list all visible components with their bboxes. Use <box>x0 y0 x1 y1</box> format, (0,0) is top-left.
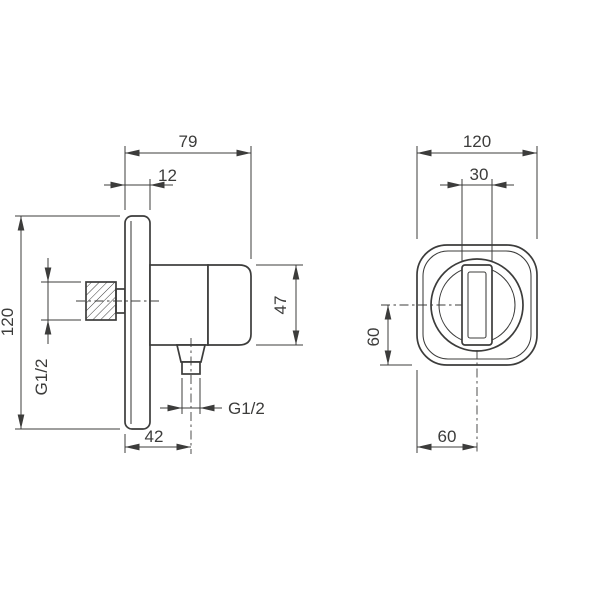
dim-side-holder-height-label: 47 <box>271 296 290 315</box>
dim-side-inlet-thread: G1/2 <box>32 258 81 395</box>
dim-side-holder-height: 47 <box>256 264 303 346</box>
dim-side-inlet-thread-label: G1/2 <box>32 359 51 396</box>
dim-front-edge-to-center-label: 60 <box>438 427 457 446</box>
dim-front-plate-width-label: 120 <box>463 132 491 151</box>
dim-front-plate-width: 120 <box>416 132 538 239</box>
holder-clip-front <box>461 264 493 346</box>
holder-cap-side <box>207 264 252 346</box>
dim-side-outlet-thread-label: G1/2 <box>228 399 265 418</box>
dim-side-outlet-distance: 42 <box>124 427 192 453</box>
dim-side-width: 79 <box>124 132 252 259</box>
dim-side-plate-height: 120 <box>0 215 120 430</box>
dim-side-outlet-thread: G1/2 <box>160 378 265 418</box>
dim-side-plate-height-label: 120 <box>0 308 17 336</box>
dim-front-edge-to-center: 60 <box>416 370 478 453</box>
wall-plate-side <box>124 215 151 430</box>
outlet-hex-nut <box>175 344 207 363</box>
front-view: 120 30 60 60 <box>364 132 538 453</box>
dim-side-plate-thickness: 12 <box>104 166 177 210</box>
side-view: 79 12 120 G1/2 <box>0 132 303 454</box>
dim-front-holder-width: 30 <box>440 165 514 261</box>
dim-side-plate-thickness-label: 12 <box>158 166 177 185</box>
dim-side-width-label: 79 <box>179 132 198 151</box>
dim-front-holder-width-label: 30 <box>470 165 489 184</box>
dim-side-outlet-distance-label: 42 <box>145 427 164 446</box>
dim-front-center-to-bottom-label: 60 <box>364 328 383 347</box>
holder-clip-front-inner <box>467 271 487 339</box>
holder-body-side <box>149 264 209 346</box>
dim-front-center-to-bottom: 60 <box>364 304 412 366</box>
